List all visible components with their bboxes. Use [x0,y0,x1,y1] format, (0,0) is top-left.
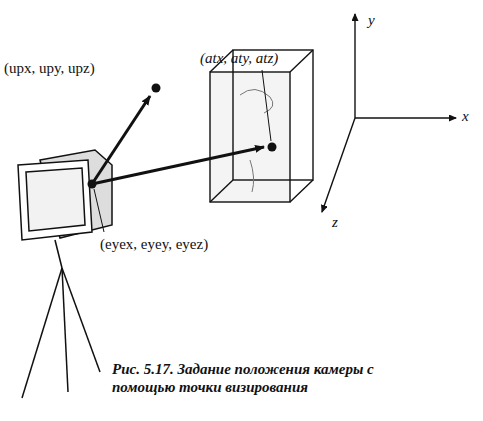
up-arrow [92,96,150,184]
point-label: (upx, upy, upz) [4,60,95,77]
view-arrow [92,147,264,184]
at-point [268,143,277,152]
axes [322,14,456,212]
point-label: (atx, aty, atz) [200,50,278,67]
leader-line [262,70,271,141]
point-label: (eyex, eyey, eyez) [100,236,208,253]
up-point [152,84,161,93]
figure-caption: Рис. 5.17. Задание положения камеры с по… [112,360,432,396]
leader-line [94,189,104,232]
camera [18,150,112,398]
axis-label: z [332,214,338,231]
cube [210,50,313,202]
eye-point [88,180,97,189]
axis-label: x [462,108,469,125]
axis-label: y [368,12,375,29]
